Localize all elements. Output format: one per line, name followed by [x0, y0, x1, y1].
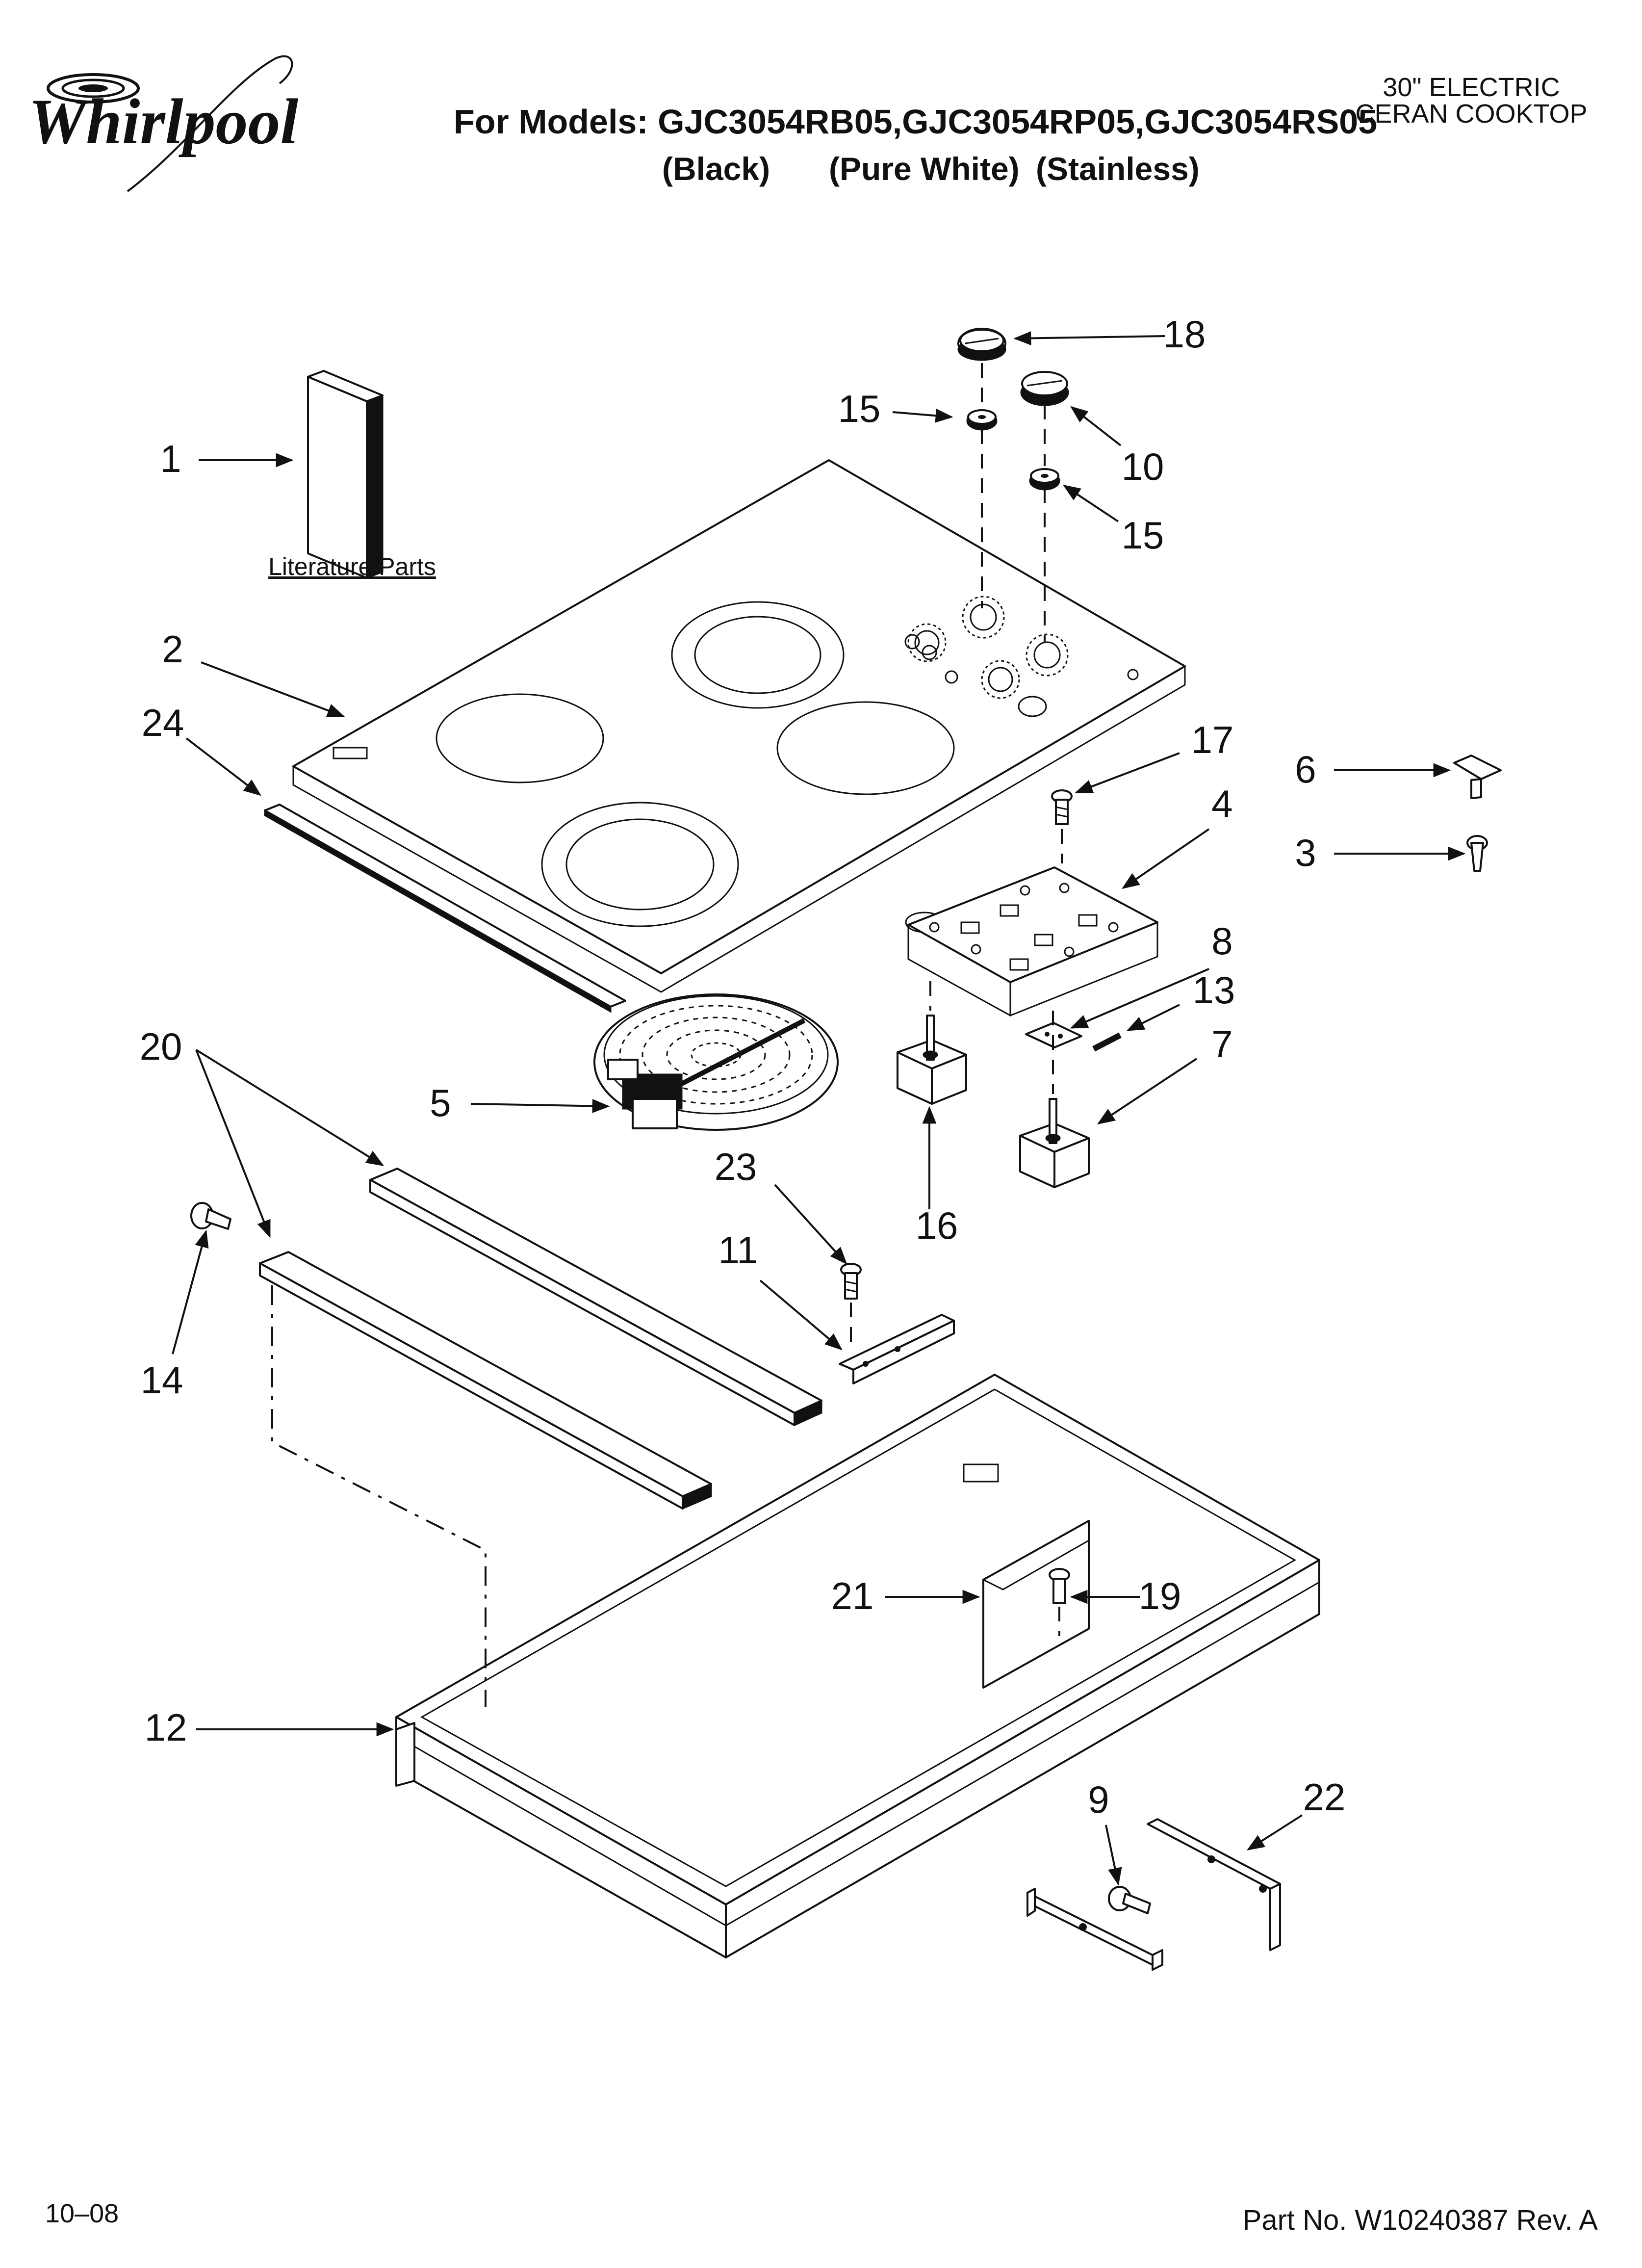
rail-alignment-line [271, 1285, 487, 1707]
callout-17: 17 [1191, 718, 1234, 761]
knob-seal-lower [1029, 468, 1060, 491]
screw-3 [1466, 835, 1488, 872]
screw-23 [840, 1263, 862, 1300]
screw-17 [1051, 789, 1073, 825]
screw-14 [190, 1202, 231, 1230]
hold-down-bracket-22 [1147, 1818, 1281, 1951]
support-rail-front [259, 1251, 712, 1510]
front-trim-strip [264, 804, 626, 1013]
product-type-line2: CERAN COOKTOP [1355, 99, 1587, 129]
leader-arrows [172, 331, 1466, 1886]
infinite-switch-7 [1019, 1098, 1090, 1188]
callout-13: 13 [1193, 968, 1235, 1012]
product-type-line1: 30" ELECTRIC [1383, 73, 1560, 102]
control-knob-top [957, 328, 1006, 361]
callout-18: 18 [1163, 313, 1206, 356]
footer-date: 10–08 [45, 2199, 119, 2228]
literature-parts-label: Literature Parts [268, 553, 436, 580]
callout-19: 19 [1139, 1574, 1181, 1617]
callout-5: 5 [430, 1081, 451, 1124]
cooktop-base-box [395, 1374, 1320, 1958]
callout-1: 1 [160, 437, 181, 480]
literature-parts-booklet [307, 370, 384, 579]
callout-8: 8 [1211, 919, 1232, 963]
knob-seal-upper [966, 409, 998, 431]
center-support-bracket-21 [982, 1520, 1090, 1689]
screw-19 [1049, 1568, 1070, 1604]
footer-part-number: Part No. W10240387 Rev. A [1243, 2204, 1598, 2236]
control-graphics [904, 596, 1139, 717]
callout-7: 7 [1211, 1022, 1232, 1066]
callout-14: 14 [141, 1358, 183, 1402]
callout-21: 21 [831, 1574, 874, 1617]
callout-3: 3 [1295, 831, 1316, 874]
ceramic-glass-cooktop [292, 459, 1186, 993]
model-color-stainless: (Stainless) [1036, 151, 1200, 187]
brand-name: Whirlpool [28, 85, 298, 157]
callout-12: 12 [145, 1706, 187, 1749]
callout-24: 24 [142, 701, 184, 744]
callout-15-lower: 15 [1122, 514, 1164, 557]
model-color-white: (Pure White) [829, 151, 1020, 187]
callout-11: 11 [718, 1228, 758, 1272]
control-knob [1020, 371, 1069, 406]
callout-22: 22 [1303, 1775, 1346, 1819]
callout-6: 6 [1295, 748, 1316, 791]
callout-15-upper: 15 [838, 387, 881, 430]
callout-16: 16 [916, 1204, 958, 1247]
hold-down-bracket-9 [1026, 1888, 1163, 1971]
callout-23: 23 [715, 1145, 757, 1188]
callout-10: 10 [1122, 445, 1164, 488]
clip-6 [1453, 755, 1502, 799]
callout-2: 2 [162, 627, 183, 671]
models-line: For Models: GJC3054RB05,GJC3054RP05,GJC3… [454, 103, 1377, 141]
infinite-switch-16 [897, 1015, 967, 1105]
callout-20: 20 [140, 1025, 182, 1068]
whirlpool-logo: Whirlpool [28, 55, 298, 192]
mounting-bracket-11 [839, 1314, 955, 1384]
callout-4: 4 [1211, 782, 1232, 825]
callout-9: 9 [1088, 1778, 1109, 1821]
screw-9 [1108, 1886, 1151, 1914]
model-color-black: (Black) [662, 151, 770, 187]
control-module [907, 866, 1158, 1017]
radiant-surface-element [593, 993, 839, 1131]
insulator-strip [1092, 1032, 1122, 1052]
support-rail-rear [369, 1168, 822, 1427]
